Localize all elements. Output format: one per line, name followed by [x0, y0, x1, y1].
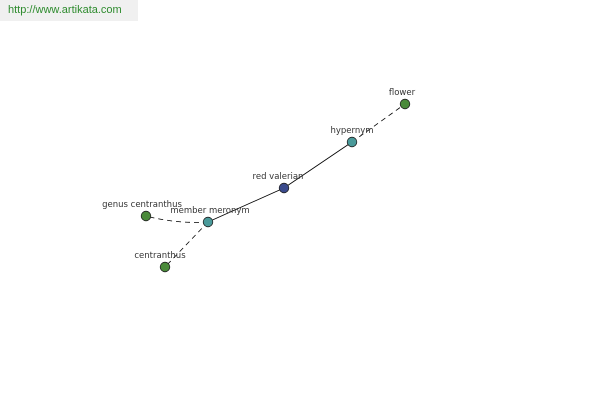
- source-banner: http://www.artikata.com: [0, 0, 138, 21]
- node-hypernym[interactable]: [346, 136, 358, 148]
- edge-red-valerian-to-member-meronym: [207, 187, 285, 223]
- node-member-meronym[interactable]: [202, 216, 214, 228]
- label-hypernym: hypernym: [330, 126, 373, 136]
- label-member-meronym: member meronym: [170, 206, 249, 216]
- labels-layer: red valerian hypernym flower member meronym…: [102, 88, 416, 261]
- source-link[interactable]: http://www.artikata.com: [8, 4, 122, 16]
- edges-layer: [145, 103, 406, 268]
- edge-member-meronym-to-centranthus: [164, 221, 209, 268]
- node-genus-centranthus[interactable]: [140, 210, 152, 222]
- node-red-valerian[interactable]: [278, 182, 290, 194]
- edge-member-meronym-to-genus-centranthus: [145, 215, 209, 223]
- label-centranthus: centranthus: [134, 251, 186, 261]
- edge-red-valerian-to-hypernym: [283, 141, 353, 189]
- label-genus-centranthus: genus centranthus: [102, 200, 182, 210]
- node-centranthus[interactable]: [159, 261, 171, 273]
- node-flower[interactable]: [399, 98, 411, 110]
- nodes-layer: [140, 98, 411, 273]
- label-red-valerian: red valerian: [253, 172, 304, 182]
- label-flower: flower: [389, 88, 416, 98]
- edge-hypernym-to-flower: [351, 103, 406, 143]
